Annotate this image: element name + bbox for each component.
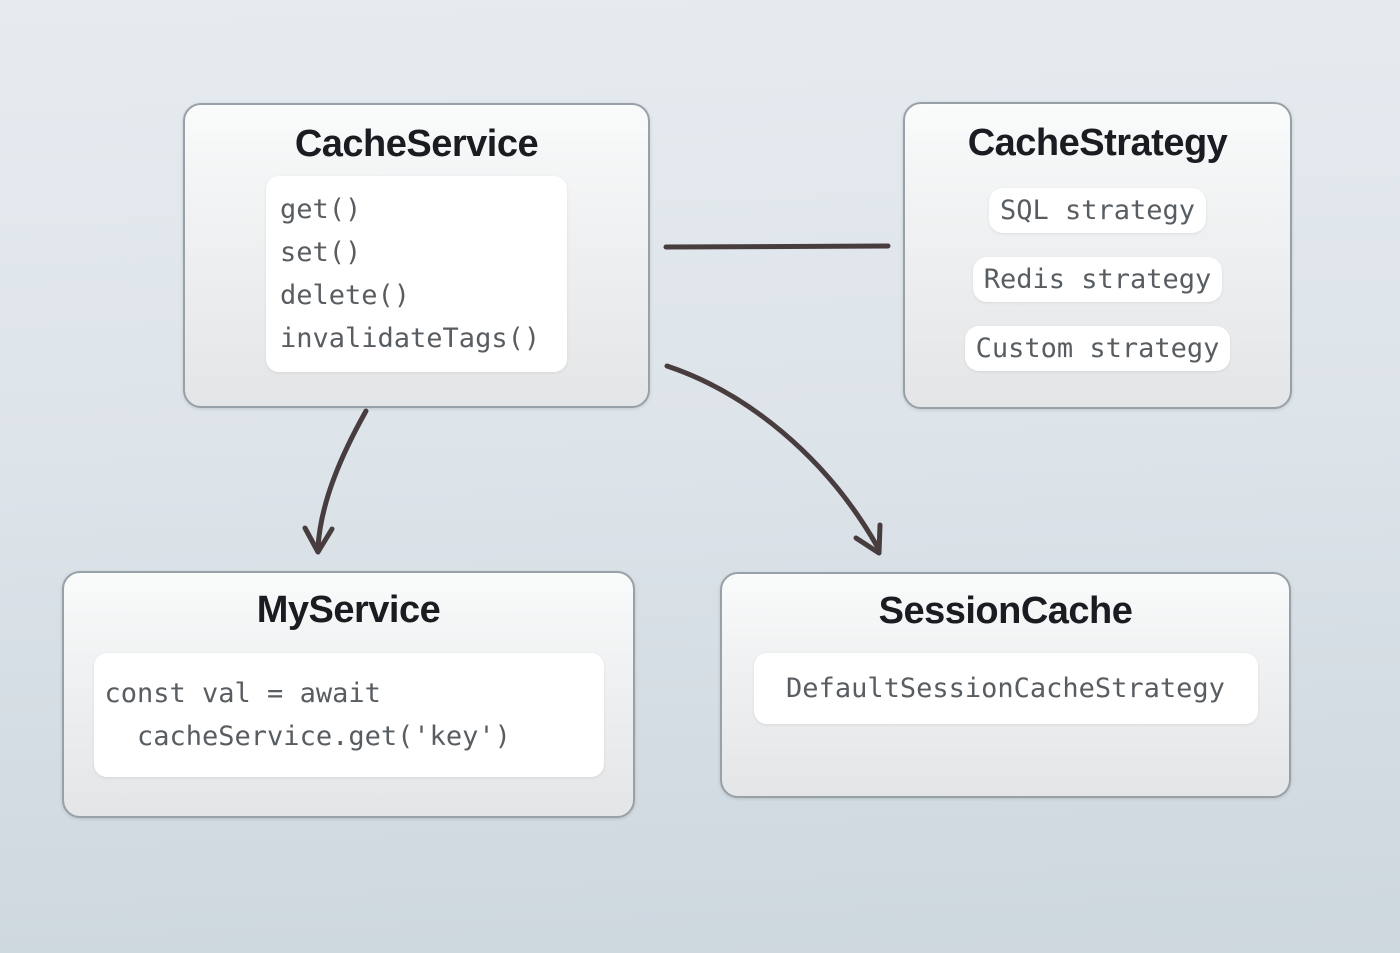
cache-service-methods-box: get() set() delete() invalidateTags() bbox=[266, 176, 567, 372]
my-service-code-box: const val = await cacheService.get('key'… bbox=[93, 653, 604, 777]
session-cache-strategy-box: DefaultSessionCacheStrategy bbox=[753, 653, 1258, 724]
node-title-cache-strategy: CacheStrategy bbox=[967, 122, 1228, 164]
edge-cacheservice-myservice bbox=[315, 408, 369, 550]
edge-cacheservice-sessioncache-arrowhead-icon bbox=[853, 522, 883, 556]
node-title-cache-service: CacheService bbox=[294, 123, 539, 165]
node-cache-strategy: CacheStrategy SQL strategy Redis strateg… bbox=[903, 102, 1292, 409]
node-cache-service: CacheService get() set() delete() invali… bbox=[183, 103, 650, 408]
edge-cacheservice-myservice-arrowhead-icon bbox=[302, 525, 335, 555]
strategy-list: SQL strategy Redis strategy Custom strat… bbox=[964, 188, 1231, 371]
default-session-cache-strategy: DefaultSessionCacheStrategy bbox=[786, 673, 1225, 704]
node-title-my-service: MyService bbox=[256, 589, 441, 631]
method-delete: delete() bbox=[280, 280, 411, 311]
code-line-cacheservice-get: cacheService.get('key') bbox=[104, 721, 511, 752]
edge-cacheservice-sessioncache bbox=[664, 363, 880, 549]
code-line-const: const val = await bbox=[104, 678, 381, 709]
strategy-redis: Redis strategy bbox=[972, 257, 1223, 302]
node-title-session-cache: SessionCache bbox=[878, 590, 1133, 632]
method-set: set() bbox=[280, 237, 362, 268]
strategy-custom: Custom strategy bbox=[964, 326, 1231, 371]
node-session-cache: SessionCache DefaultSessionCacheStrategy bbox=[720, 572, 1291, 798]
strategy-sql: SQL strategy bbox=[988, 188, 1207, 233]
node-my-service: MyService const val = await cacheService… bbox=[62, 571, 635, 818]
method-get: get() bbox=[280, 194, 362, 225]
edge-cacheservice-cachestrategy bbox=[663, 243, 891, 250]
method-invalidate-tags: invalidateTags() bbox=[280, 323, 541, 354]
